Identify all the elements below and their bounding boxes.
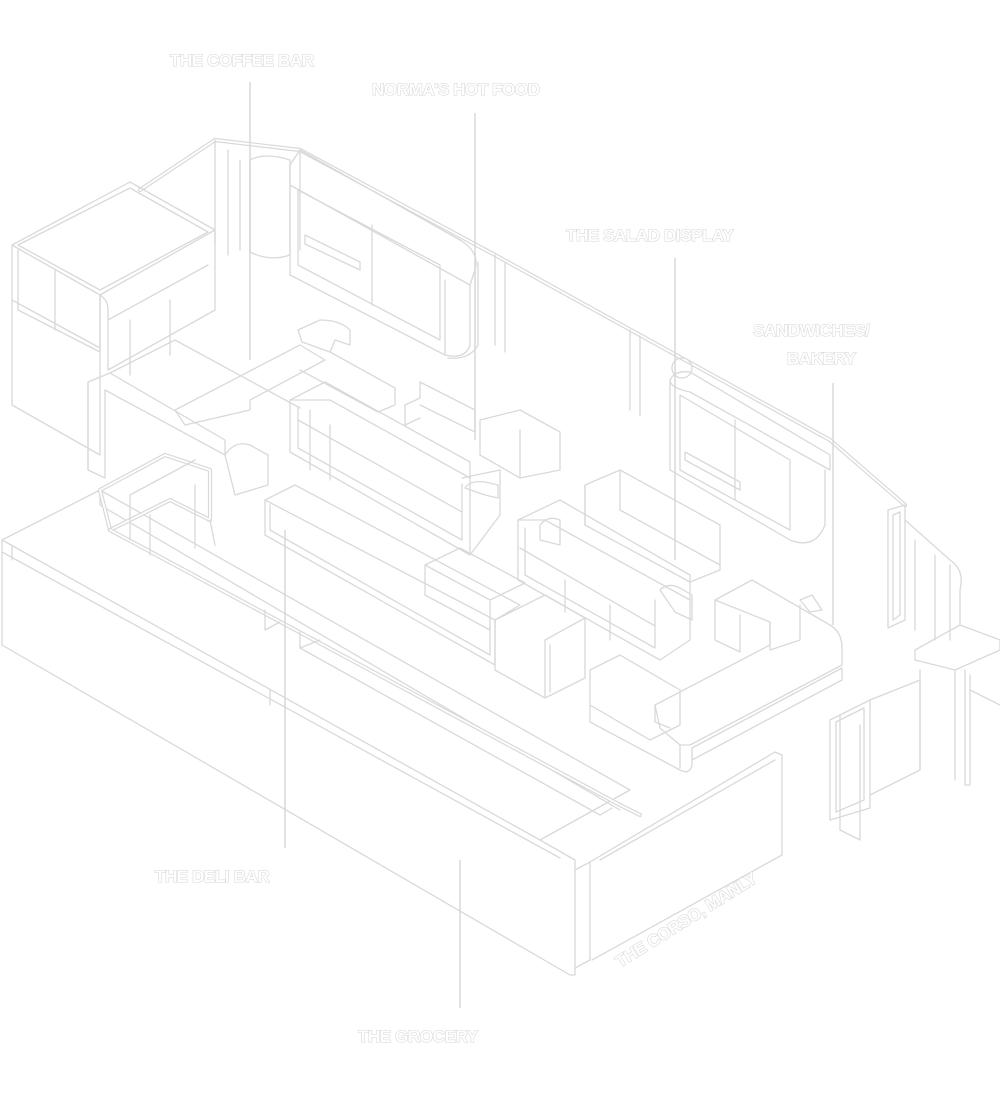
label-street: THE CORSO, MANLY (612, 868, 761, 971)
right-side-wall (829, 504, 1000, 841)
central-island-front (264, 484, 586, 699)
label-salad-display: THE SALAD DISPLAY (566, 226, 734, 245)
label-bakery: BAKERY (787, 349, 857, 368)
leader-lines (249, 82, 834, 1008)
salad-island (517, 469, 721, 661)
label-hot-food: NORMA'S HOT FOOD (372, 80, 540, 99)
coffee-bar-column (239, 155, 291, 259)
area-labels: THE COFFEE BAR NORMA'S HOT FOOD THE SALA… (154, 50, 871, 1046)
salad-display-cabinet (669, 357, 831, 544)
hot-food-counter (289, 149, 479, 359)
label-sandwiches: SANDWICHES/ (753, 321, 870, 340)
label-coffee-bar: THE COFFEE BAR (170, 51, 314, 70)
central-island-back (289, 381, 561, 556)
left-inner-wall (87, 319, 396, 496)
sandwich-bakery-counter (589, 579, 843, 773)
deli-bar-rail (97, 452, 643, 818)
label-deli-bar: THE DELI BAR (155, 867, 269, 886)
back-wall (137, 137, 908, 508)
label-grocery: THE GROCERY (358, 1027, 479, 1046)
coffee-corner-cabinet (11, 181, 216, 456)
